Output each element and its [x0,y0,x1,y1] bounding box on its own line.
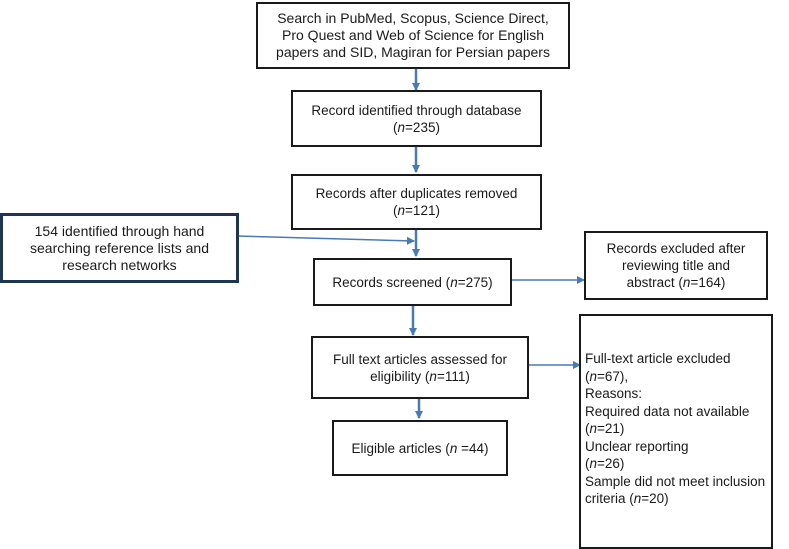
records-identified-box: Record identified through database (n=23… [291,90,542,147]
excluded-full-total: (n=67), [585,368,629,384]
arrow-hand-search-to-flow [236,235,415,245]
excluded-abstract-count: abstract (n=164) [626,275,726,290]
duplicates-removed-box: Records after duplicates removed (n=121) [291,174,542,230]
excluded-full-reasons-label: Reasons: [585,386,643,401]
duplicates-label: Records after duplicates removed [315,186,518,201]
identified-label: Record identified through database [311,102,522,118]
reason-2-label: Unclear reporting [585,438,689,454]
full-text-count: eligibility (n=111) [370,368,470,384]
reason-1-count: (n=21) [585,421,625,436]
screened-label: Records screened (n=275) [332,274,493,290]
hand-search-line-3: research networks [62,256,177,273]
excluded-abstract-box: Records excluded after reviewing title a… [584,231,768,300]
excluded-abstract-line-1: Records excluded after [606,241,746,256]
eligible-articles-box: Eligible articles (n =44) [332,420,508,476]
reason-2-count: (n=26) [585,456,625,471]
records-screened-box: Records screened (n=275) [313,258,512,306]
hand-search-box: 154 identified through hand searching re… [0,213,239,283]
reason-3-label: Sample did not meet inclusion [585,473,766,489]
search-sources-box: Search in PubMed, Scopus, Science Direct… [256,2,570,69]
full-text-assessed-box: Full text articles assessed for eligibil… [311,336,529,399]
full-text-line-1: Full text articles assessed for [332,351,508,367]
search-line-2: Pro Quest and Web of Science for English [282,27,544,43]
search-line-1: Search in PubMed, Scopus, Science Direct… [277,10,549,26]
identified-count: (n=235) [393,119,440,135]
full-text-excluded-box: Full-text article excluded (n=67), Reaso… [579,314,773,549]
reason-3-count: criteria (n=20) [585,491,669,506]
reason-1-label: Required data not available [585,403,750,419]
excluded-abstract-line-2: reviewing title and [621,258,731,273]
eligible-label: Eligible articles (n =44) [351,440,489,456]
hand-search-line-1: 154 identified through hand [34,222,205,239]
search-line-3: papers and SID, Magiran for Persian pape… [276,44,550,60]
excluded-full-title: Full-text article excluded [585,351,731,366]
duplicates-count: (n=121) [393,203,440,218]
hand-search-line-2: searching reference lists and [30,239,209,256]
